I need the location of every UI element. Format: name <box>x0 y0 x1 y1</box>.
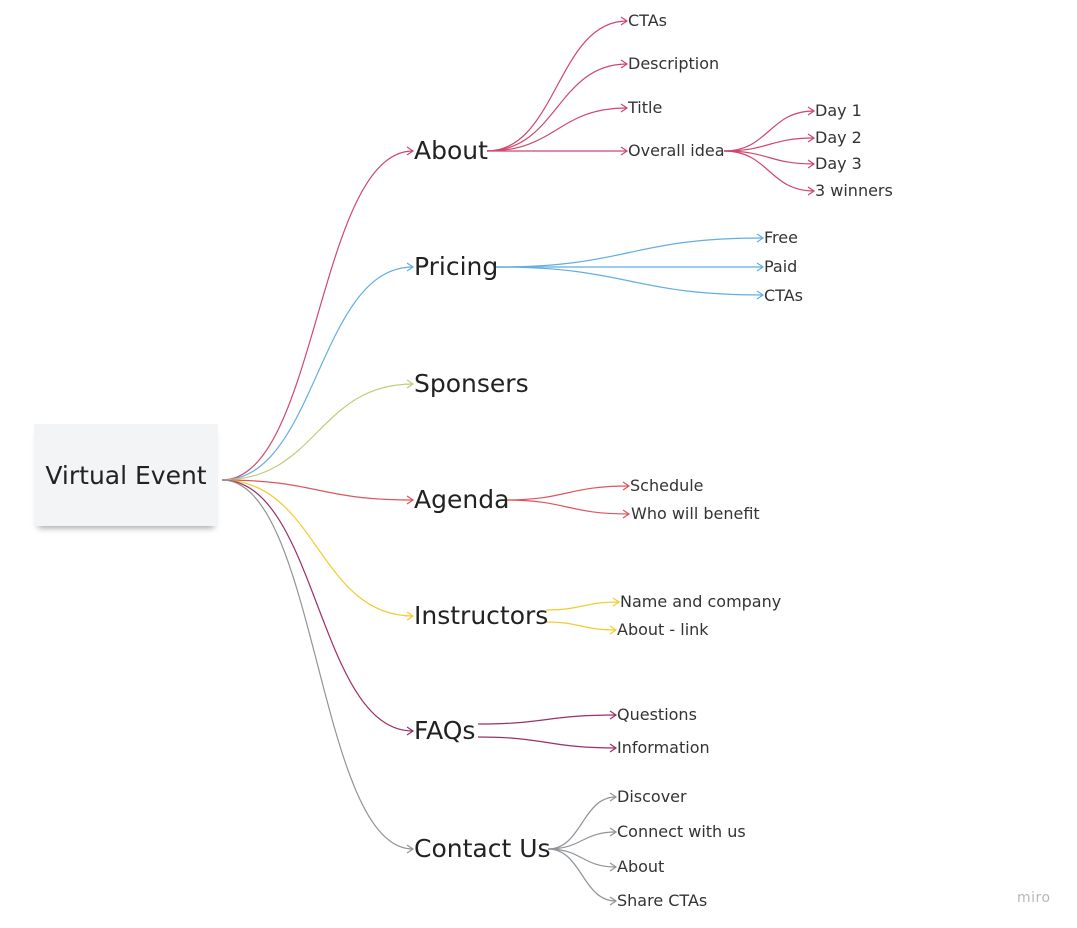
overall-idea-3-winners[interactable]: 3 winners <box>815 181 893 200</box>
instructors-item-about-link[interactable]: About - link <box>617 620 709 639</box>
connector-root-instructors <box>221 479 414 617</box>
connector-root-sponsers <box>221 383 414 481</box>
connector-root-sponsers-arrowhead <box>406 379 415 389</box>
connector-instructors-1 <box>545 621 617 631</box>
agenda-item-who-will-benefit[interactable]: Who will benefit <box>631 504 760 523</box>
connector-about-1-arrowhead <box>620 59 629 69</box>
connector-about-2-arrowhead <box>620 103 629 113</box>
about-item-ctas[interactable]: CTAs <box>628 11 667 30</box>
connector-agenda-0 <box>504 485 630 501</box>
connector-root-pricing-arrowhead <box>406 262 415 272</box>
branch-about[interactable]: About <box>414 136 488 165</box>
connector-about-1 <box>486 63 628 152</box>
pricing-item-ctas[interactable]: CTAs <box>764 286 803 305</box>
connector-agenda-1-arrowhead <box>622 509 631 519</box>
instructors-item-name-and-company[interactable]: Name and company <box>620 592 782 611</box>
branch-pricing[interactable]: Pricing <box>414 252 499 281</box>
root-node-label: Virtual Event <box>45 460 207 490</box>
connector-root-about <box>221 150 414 481</box>
connector-contact-2 <box>547 848 617 868</box>
connector-faqs-0 <box>477 714 617 725</box>
connector-root-agenda <box>221 479 414 501</box>
connector-pricing-1-arrowhead <box>756 262 765 272</box>
overall-idea-day-3[interactable]: Day 3 <box>815 154 862 173</box>
connector-contact-1-arrowhead <box>609 827 618 837</box>
connector-root-instructors-arrowhead <box>406 611 415 621</box>
connector-contact-1 <box>547 831 617 850</box>
about-item-description[interactable]: Description <box>628 54 720 73</box>
connector-overall-idea-1-arrowhead <box>807 133 816 143</box>
connector-pricing-2-arrowhead <box>756 290 765 300</box>
connector-overall-idea-1 <box>723 137 815 152</box>
branch-sponsers[interactable]: Sponsers <box>414 369 529 398</box>
connector-overall-idea-0 <box>723 110 815 152</box>
contact-item-about[interactable]: About <box>617 857 665 876</box>
connector-overall-idea-0-arrowhead <box>807 106 816 116</box>
faqs-item-information[interactable]: Information <box>617 738 710 757</box>
connector-root-about-arrowhead <box>406 146 415 156</box>
connector-about-3-arrowhead <box>620 146 629 156</box>
root-node[interactable]: Virtual Event <box>34 424 218 526</box>
about-item-title[interactable]: Title <box>628 98 663 117</box>
branch-contact-us[interactable]: Contact Us <box>414 834 551 863</box>
connector-contact-0-arrowhead <box>609 792 618 802</box>
connector-root-pricing <box>221 266 414 481</box>
faqs-item-questions[interactable]: Questions <box>617 705 697 724</box>
connector-faqs-1 <box>477 736 617 749</box>
overall-idea-day-2[interactable]: Day 2 <box>815 128 862 147</box>
connector-root-contact-us <box>221 479 414 850</box>
pricing-item-paid[interactable]: Paid <box>764 257 798 276</box>
overall-idea-day-1[interactable]: Day 1 <box>815 101 862 120</box>
contact-item-connect-with-us[interactable]: Connect with us <box>617 822 746 841</box>
connector-root-contact-us-arrowhead <box>406 844 415 854</box>
connector-contact-3-arrowhead <box>609 896 618 906</box>
connector-faqs-0-arrowhead <box>609 710 618 720</box>
connector-agenda-1 <box>504 499 630 515</box>
connector-about-0-arrowhead <box>620 16 629 26</box>
connector-about-0 <box>486 20 628 152</box>
connector-instructors-0-arrowhead <box>612 597 621 607</box>
miro-watermark: miro <box>1017 890 1051 906</box>
pricing-item-free[interactable]: Free <box>764 228 798 247</box>
connector-instructors-1-arrowhead <box>609 625 618 635</box>
branch-instructors[interactable]: Instructors <box>414 601 549 630</box>
connector-faqs-1-arrowhead <box>609 743 618 753</box>
branch-faqs[interactable]: FAQs <box>414 716 476 745</box>
connector-overall-idea-2 <box>723 150 815 165</box>
connector-pricing-0-arrowhead <box>756 233 765 243</box>
connector-contact-2-arrowhead <box>609 862 618 872</box>
connector-instructors-0 <box>545 601 620 611</box>
connector-pricing-0 <box>495 237 764 268</box>
connector-about-2 <box>486 107 628 152</box>
connector-root-agenda-arrowhead <box>406 495 415 505</box>
connector-root-faqs-arrowhead <box>406 726 415 736</box>
connector-overall-idea-2-arrowhead <box>807 159 816 169</box>
connector-overall-idea-3-arrowhead <box>807 186 816 196</box>
agenda-item-schedule[interactable]: Schedule <box>630 476 704 495</box>
about-item-overall-idea[interactable]: Overall idea <box>628 141 725 160</box>
contact-item-discover[interactable]: Discover <box>617 787 687 806</box>
connector-contact-3 <box>547 848 617 902</box>
contact-item-share-ctas[interactable]: Share CTAs <box>617 891 708 910</box>
connector-contact-0 <box>547 796 617 850</box>
connector-overall-idea-3 <box>723 150 815 192</box>
connector-root-faqs <box>221 479 414 732</box>
connector-agenda-0-arrowhead <box>622 481 631 491</box>
branch-agenda[interactable]: Agenda <box>414 485 510 514</box>
connector-pricing-2 <box>495 266 764 296</box>
